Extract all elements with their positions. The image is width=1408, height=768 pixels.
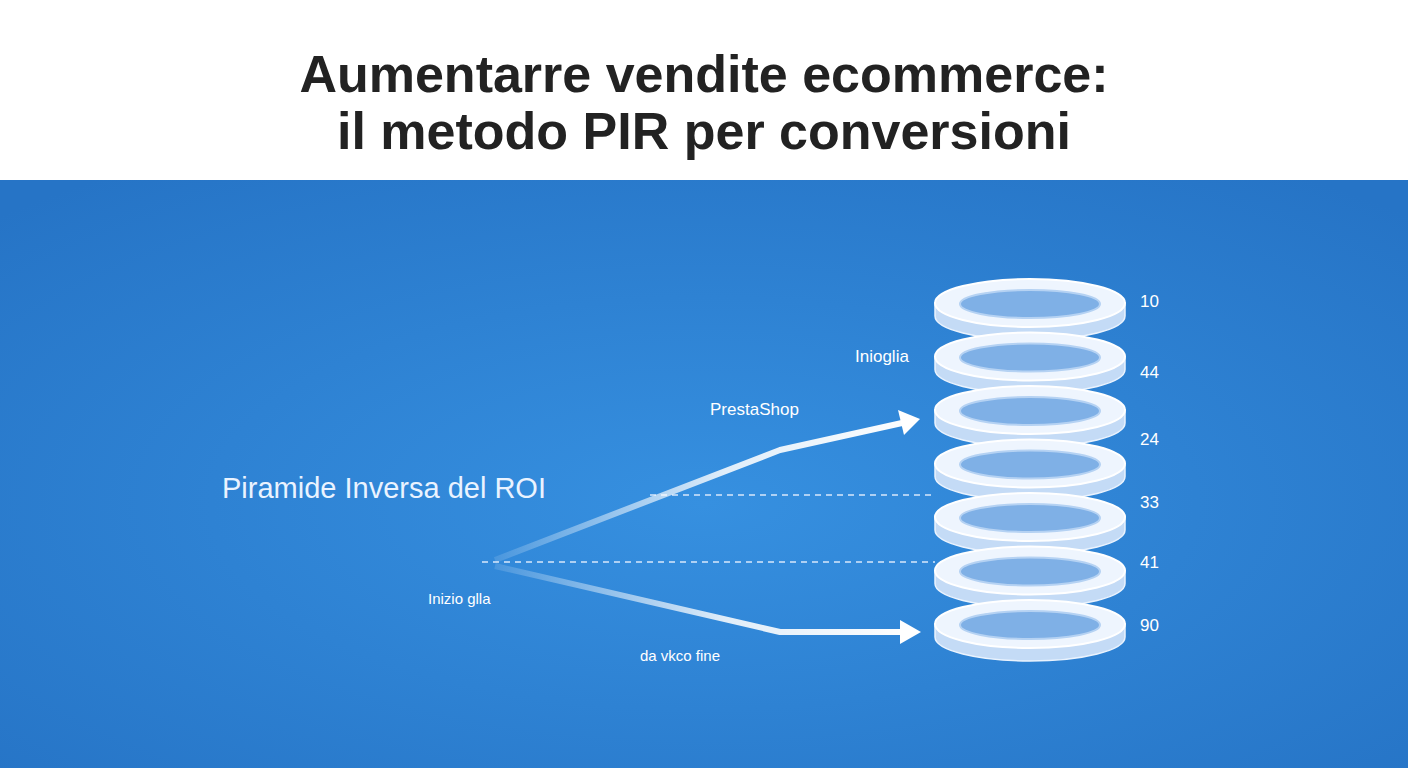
- ring-top: [935, 440, 1125, 488]
- ring-top: [935, 493, 1125, 541]
- callout-number: 10: [1140, 292, 1159, 312]
- callout-number: 33: [1140, 493, 1159, 513]
- title: Aumentarre vendite ecommerce: il metodo …: [289, 46, 1119, 160]
- ring-hole: [960, 504, 1100, 532]
- ring: [935, 440, 1125, 501]
- ring-hole: [960, 451, 1100, 479]
- ring-hole: [960, 290, 1100, 318]
- dashed-line: [482, 561, 935, 563]
- ring-top: [935, 333, 1125, 381]
- dashed-line: [650, 494, 935, 496]
- ring: [935, 547, 1125, 608]
- ring: [935, 600, 1125, 661]
- callout-number: 44: [1140, 363, 1159, 383]
- ring-hole: [960, 558, 1100, 586]
- arrow-line: [495, 566, 902, 632]
- ring: [935, 493, 1125, 554]
- callout-number: 24: [1140, 430, 1159, 450]
- ring-top: [935, 600, 1125, 648]
- ring-top: [935, 386, 1125, 434]
- arrowhead: [900, 620, 921, 644]
- arrowhead: [898, 410, 920, 435]
- side-label: Inioglia: [855, 347, 909, 367]
- header-band: [0, 0, 1408, 180]
- ring-stack: [935, 279, 1125, 661]
- blue-ground: [0, 180, 1408, 768]
- ring: [935, 333, 1125, 394]
- ring-hole: [960, 397, 1100, 425]
- arrow-line: [495, 423, 902, 560]
- ring: [935, 386, 1125, 447]
- arrow-label: PrestaShop: [710, 400, 799, 420]
- ring-top: [935, 279, 1125, 327]
- arrow-label: Inizio glla: [428, 590, 491, 607]
- ring-hole: [960, 344, 1100, 372]
- callout-number: 41: [1140, 553, 1159, 573]
- arrow-label: da vkco fine: [640, 647, 720, 664]
- ring-hole: [960, 611, 1100, 639]
- ring-top: [935, 547, 1125, 595]
- ring: [935, 279, 1125, 340]
- axis-label: Piramide Inversa del ROI: [222, 472, 546, 505]
- callout-number: 90: [1140, 616, 1159, 636]
